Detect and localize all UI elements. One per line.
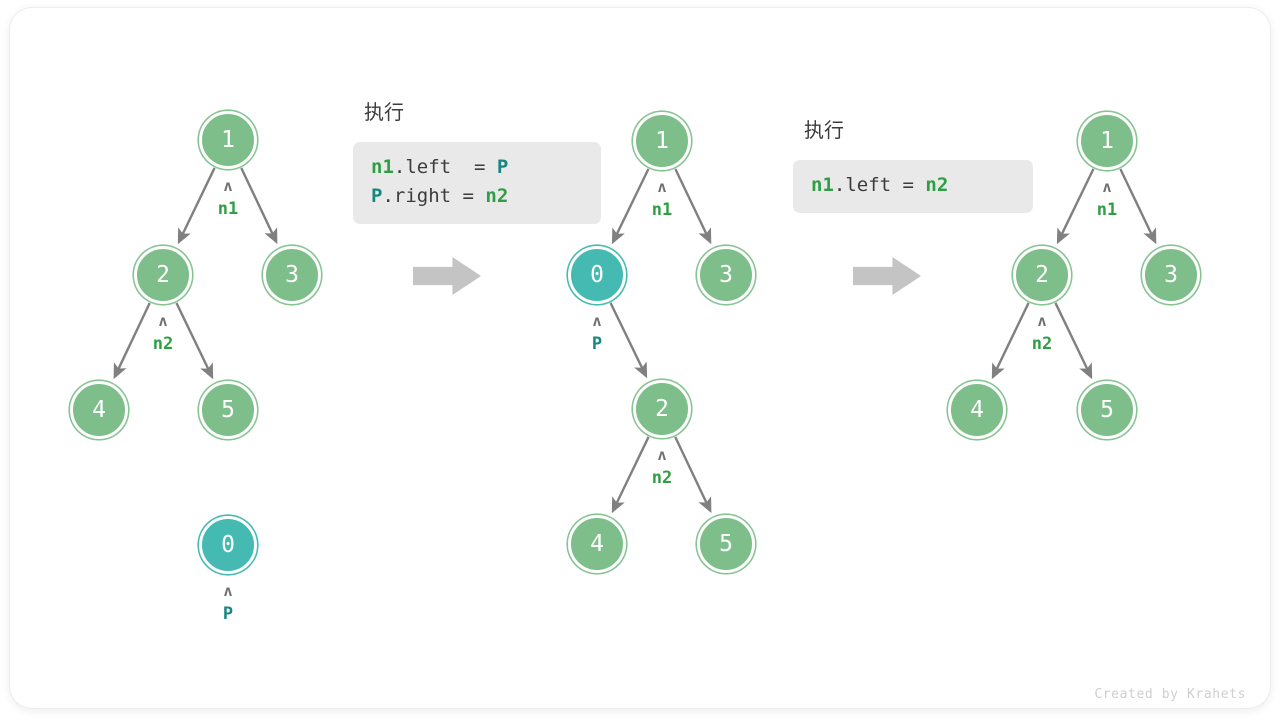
pointer-name: n2 [1031,334,1053,354]
code-token: n2 [925,174,949,196]
tree-node-value: 0 [221,531,235,558]
tree-node[interactable]: 3 [697,246,755,304]
caret-icon: ʌ [592,312,602,330]
pointer-name: P [222,604,234,624]
tree-node-value: 1 [1100,127,1114,154]
code-token: .left = [833,174,926,196]
pointer-label-n1: ʌ n1 [617,178,707,221]
tree-node[interactable]: 2 [134,246,192,304]
tree-node[interactable]: 0 [199,516,257,574]
pointer-name: n1 [651,200,673,220]
tree-node-value: 2 [156,261,170,288]
tree-node-value: 2 [1035,261,1049,288]
tree-node[interactable]: 1 [633,112,691,170]
tree-node[interactable]: 3 [1142,246,1200,304]
tree-node[interactable]: 1 [1078,112,1136,170]
code-line: n1.left = n2 [811,171,1015,200]
caret-icon: ʌ [223,177,233,195]
tree-node-value: 1 [221,126,235,153]
pointer-name: P [591,334,603,354]
pointer-name: n1 [217,199,239,219]
code-box-after: n1.left = n2 [793,160,1033,213]
tree-node-value: 2 [655,395,669,422]
watermark: Created by Krahets [1094,687,1246,702]
pointer-name: n1 [1096,200,1118,220]
pointer-label-n1: ʌ n1 [183,177,273,220]
tree-node-value: 3 [719,261,733,288]
tree-node[interactable]: 5 [697,515,755,573]
tree-node-value: 3 [285,261,299,288]
tree-node-value: 4 [970,396,984,423]
tree-node[interactable]: 2 [633,380,691,438]
tree-node-value: 5 [221,396,235,423]
code-line: n1.left = P [371,153,583,182]
caret-icon: ʌ [657,446,667,464]
code-token: n2 [485,185,509,207]
tree-node-value: 4 [92,396,106,423]
pointer-label-n2: ʌ n2 [997,312,1087,355]
tree-node[interactable]: 4 [70,381,128,439]
tree-node[interactable]: 1 [199,111,257,169]
code-token: n1 [371,156,394,178]
code-line: P.right = n2 [371,182,583,211]
pointer-name: n2 [651,468,673,488]
code-token: .right = [382,185,486,207]
tree-node-value: 5 [719,530,733,557]
tree-node-value: 5 [1100,396,1114,423]
caret-icon: ʌ [158,312,168,330]
panel-caption-after: 执行 [804,118,844,142]
code-token: P [496,156,509,178]
pointer-label-n2: ʌ n2 [118,312,208,355]
pointer-label-n1: ʌ n1 [1062,178,1152,221]
code-token: n1 [811,174,834,196]
pointer-label-n2: ʌ n2 [617,446,707,489]
panel-caption-middle: 执行 [364,100,404,124]
caret-icon: ʌ [1037,312,1047,330]
tree-node-value: 1 [655,127,669,154]
tree-node[interactable]: 4 [568,515,626,573]
tree-node[interactable]: 5 [199,381,257,439]
caret-icon: ʌ [1102,178,1112,196]
tree-node[interactable]: 3 [263,246,321,304]
caret-icon: ʌ [223,582,233,600]
tree-node-value: 4 [590,530,604,557]
code-token: .left = [393,156,497,178]
tree-node[interactable]: 4 [948,381,1006,439]
tree-node-value: 3 [1164,261,1178,288]
pointer-name: n2 [152,334,174,354]
tree-node[interactable]: 5 [1078,381,1136,439]
code-token: P [371,185,383,207]
tree-node-value: 0 [590,261,604,288]
tree-node[interactable]: 0 [568,246,626,304]
tree-node[interactable]: 2 [1013,246,1071,304]
caret-icon: ʌ [657,178,667,196]
